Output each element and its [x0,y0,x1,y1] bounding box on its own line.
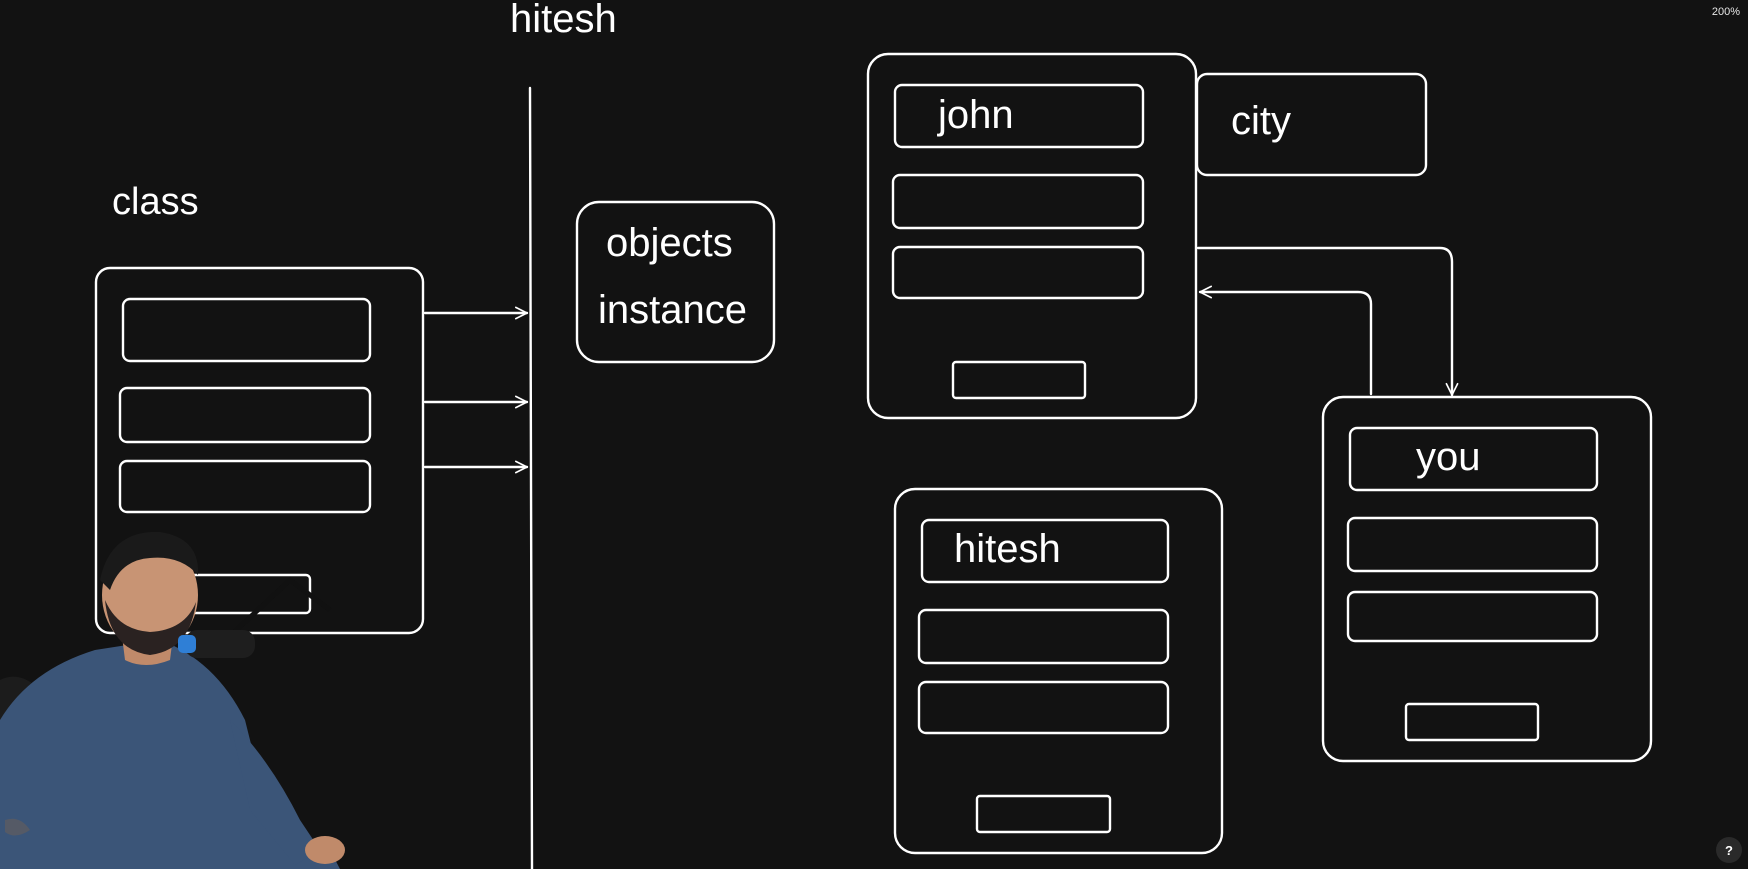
hitesh-method [975,794,1112,834]
objects-instance-box: objects instance [575,200,776,364]
john-field-2 [891,173,1145,230]
arrow-you-to-john [1198,285,1373,396]
hitesh-field-3 [917,680,1170,735]
arrow-john-to-you [1196,246,1459,397]
vertical-divider [528,86,534,869]
city-label: city [1231,99,1291,143]
you-label: you [1416,435,1481,479]
you-field-3 [1346,590,1599,643]
you-field-2 [1346,516,1599,573]
john-method [951,360,1087,400]
object-you: you [1321,395,1653,763]
top-title: hitesh [510,0,617,41]
help-button[interactable]: ? [1716,837,1742,863]
class-field-3 [118,459,372,514]
hitesh-label: hitesh [954,527,1061,571]
object-hitesh: hitesh [893,487,1224,855]
john-name-field [893,83,1145,149]
hitesh-name-field [920,518,1170,584]
john-label: john [937,93,1014,137]
class-label: class [112,181,199,223]
presenter-webcam [0,520,360,869]
john-field-3 [891,245,1145,300]
you-method [1404,702,1540,742]
city-box: city [1195,72,1428,177]
class-field-2 [118,386,372,444]
you-name-field [1348,426,1599,492]
zoom-indicator: 200% [1711,6,1740,18]
object-john: john [866,52,1198,420]
instance-label: instance [598,288,747,332]
hitesh-field-2 [917,608,1170,665]
objects-label: objects [606,221,733,265]
class-field-1 [121,297,372,363]
